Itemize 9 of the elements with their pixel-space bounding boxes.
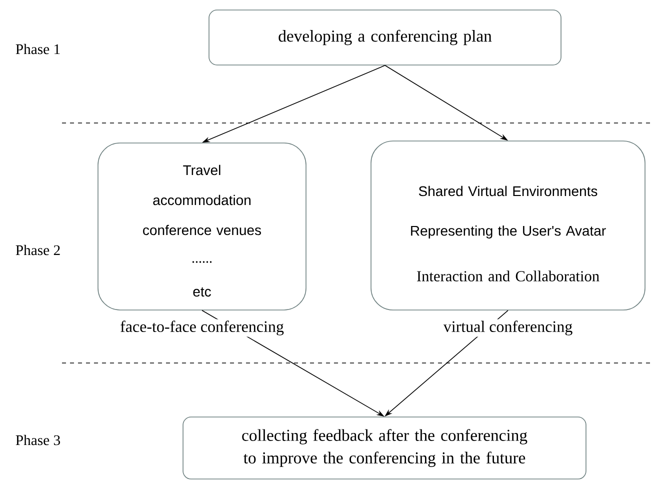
- rounded-box: collecting feedback after the conferencing to improve the conferencing in the future: [182, 416, 586, 480]
- node-label: virtual conferencing: [442, 319, 574, 337]
- node-label: face-to-face conferencing: [118, 319, 286, 337]
- phase-label: Phase 1: [16, 44, 60, 54]
- rounded-box: Travel accommodation conference venues ...... etc: [98, 142, 306, 310]
- rounded-box: developing a conferencing plan: [208, 10, 562, 66]
- phase-label: Phase 2: [16, 244, 60, 256]
- rounded-box: Shared Virtual Environments Representing the User's Avatar Interaction and Collaboration: [370, 140, 646, 310]
- phase-label: Phase 3: [16, 434, 60, 446]
